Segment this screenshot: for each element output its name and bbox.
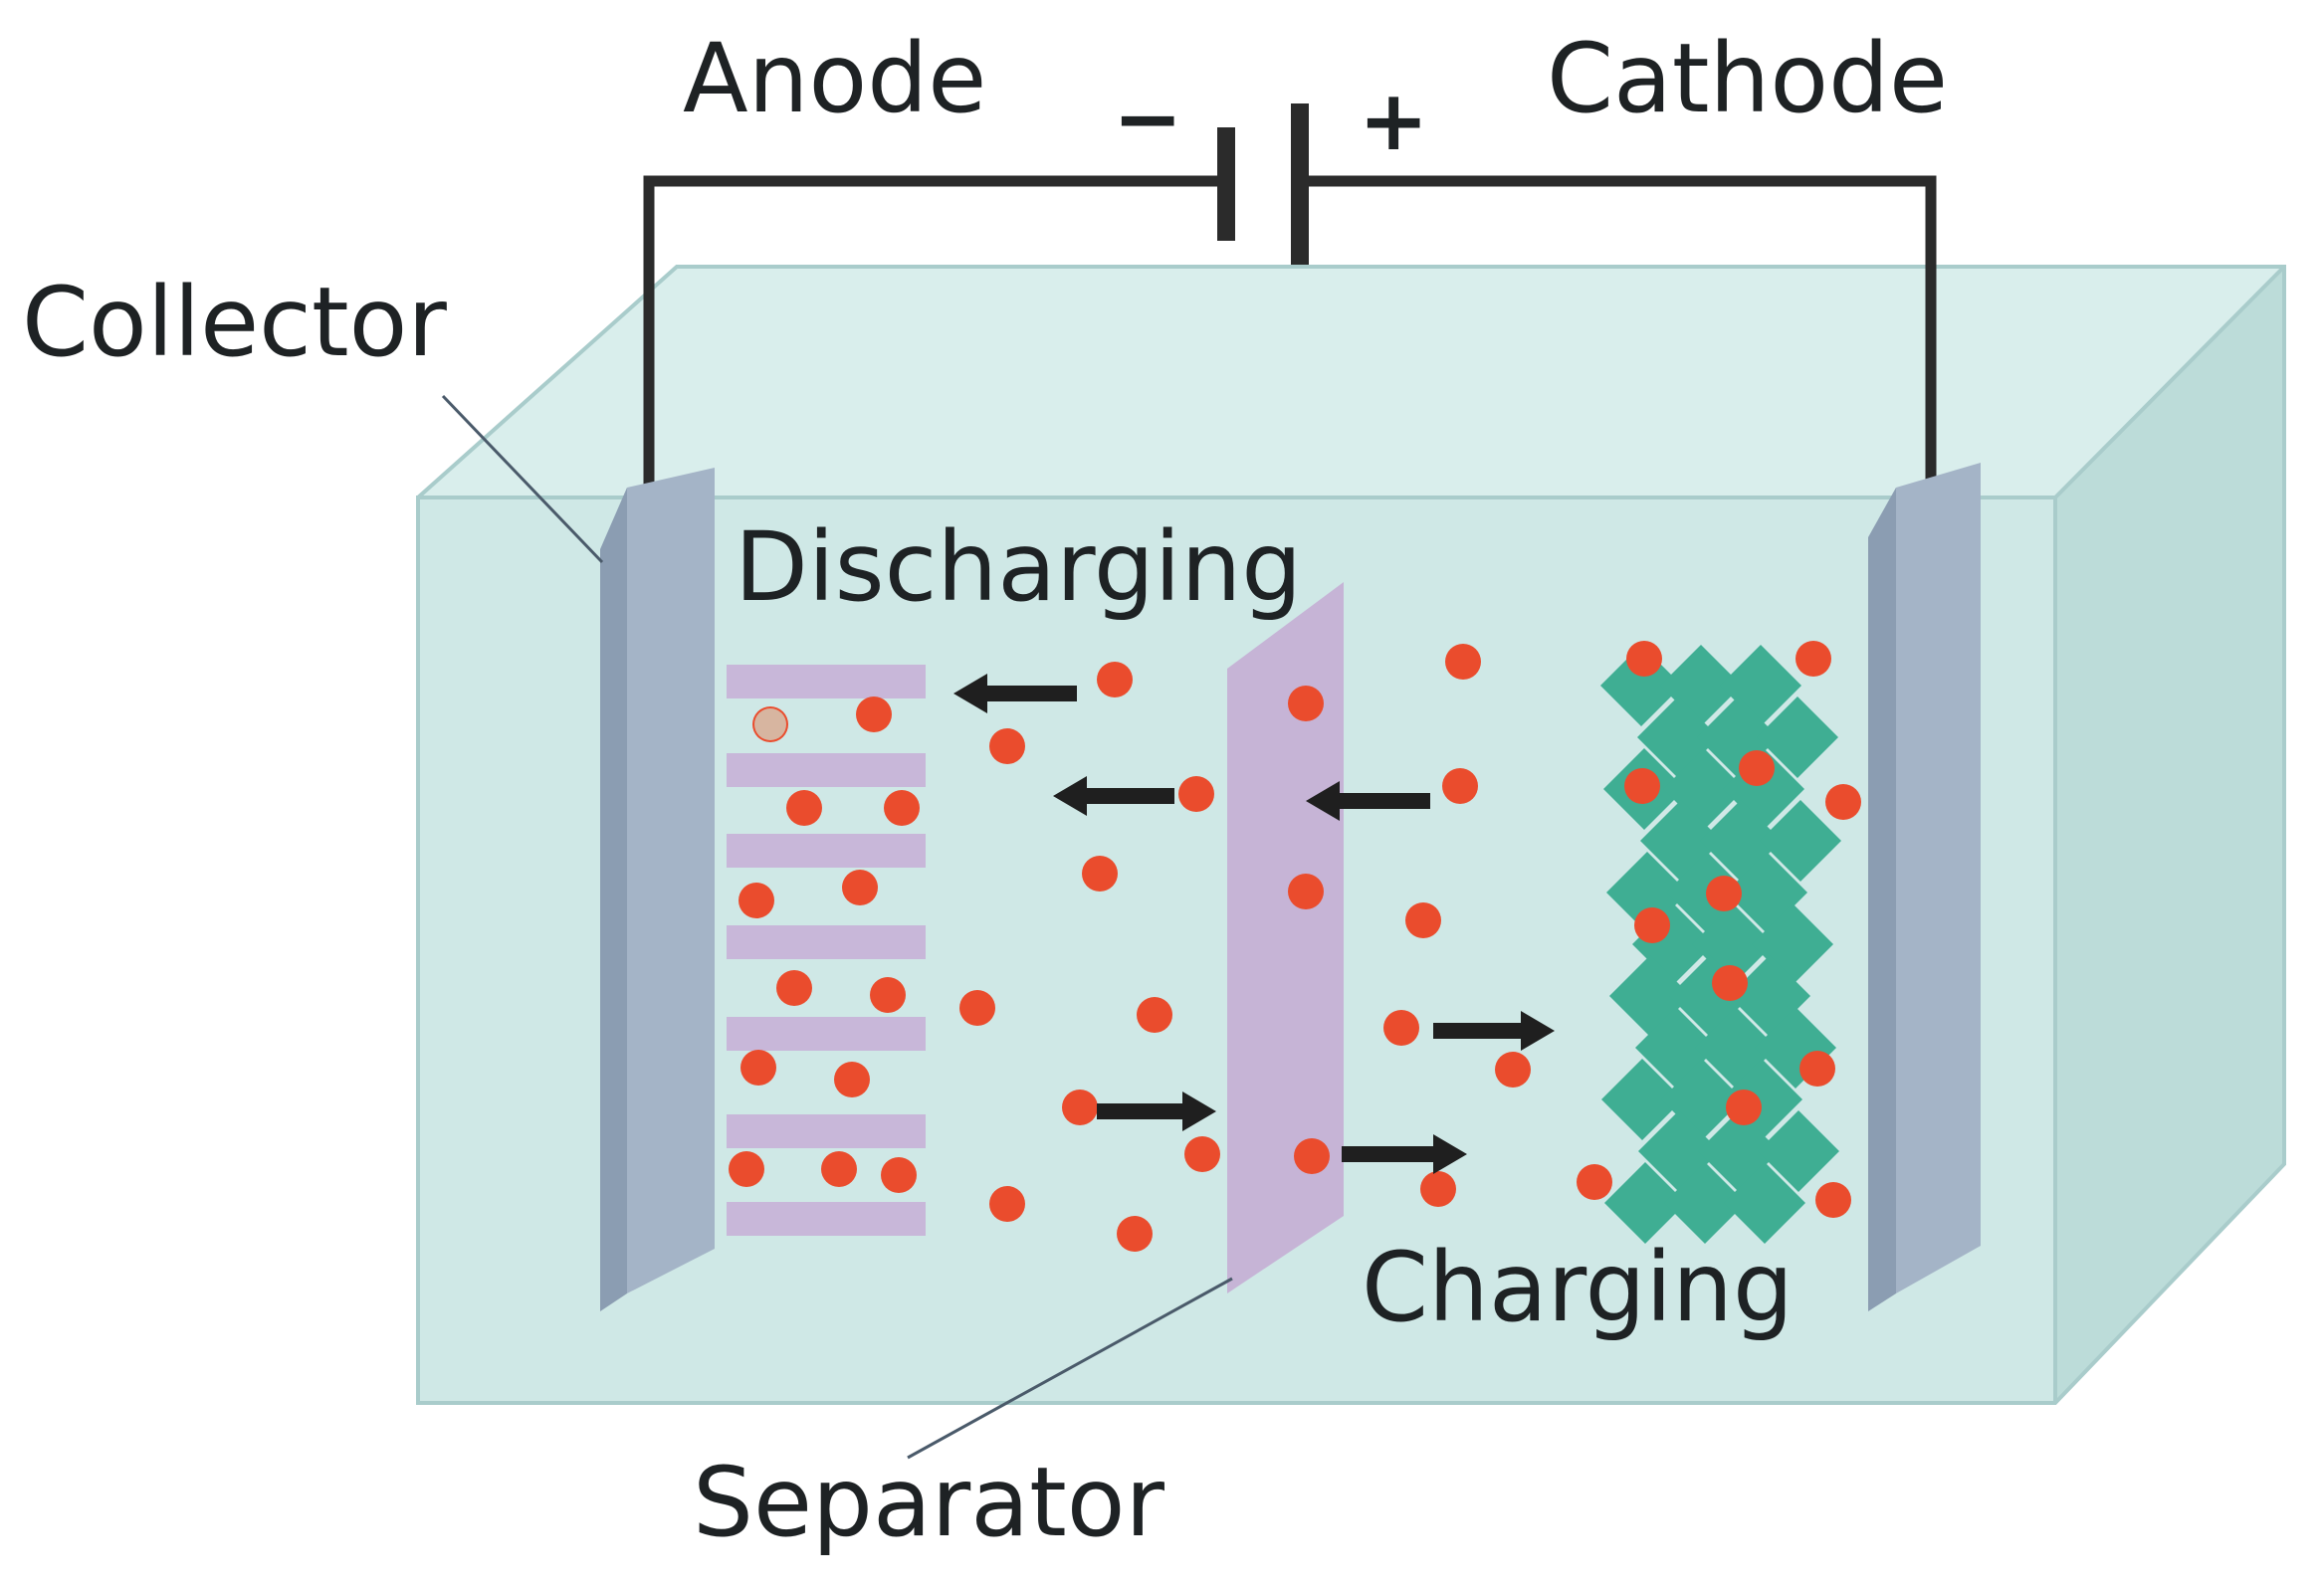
cathode-crystal — [1663, 1161, 1747, 1245]
lithium-ion — [1117, 1216, 1153, 1252]
cathode-label: Cathode — [1547, 23, 1948, 134]
lithium-ion — [1184, 1136, 1220, 1172]
arrow-head — [1433, 1134, 1467, 1174]
lithium-ions — [729, 641, 1861, 1252]
lithium-ion — [821, 1151, 857, 1187]
positive-terminal-sign: + — [1359, 72, 1428, 169]
lithium-ion — [1495, 1052, 1531, 1088]
collector-right-side — [1868, 488, 1896, 1311]
anode-label: Anode — [683, 23, 986, 134]
lithium-ion — [959, 990, 995, 1026]
separator-label: Separator — [693, 1447, 1164, 1558]
lithium-ion — [1288, 874, 1324, 909]
anode-layer — [727, 665, 926, 698]
lithium-ion — [1097, 662, 1133, 697]
arrow-left — [1306, 781, 1430, 821]
lithium-ion — [1799, 1051, 1835, 1087]
arrow-head — [1521, 1011, 1555, 1051]
lithium-ion — [729, 1151, 764, 1187]
collector-label: Collector — [22, 267, 447, 378]
cathode-crystal — [1599, 644, 1683, 727]
lithium-ion — [1137, 997, 1172, 1033]
lithium-ion — [1420, 1171, 1456, 1207]
arrow-head — [953, 674, 987, 713]
lithium-ion — [884, 790, 920, 826]
charging-label: Charging — [1362, 1232, 1794, 1343]
cathode-crystal — [1759, 799, 1842, 883]
lithium-ion — [1405, 902, 1441, 938]
external-circuit — [643, 103, 1937, 490]
lithium-ion — [989, 728, 1025, 764]
arrow-left — [1053, 776, 1174, 816]
wire-cathode — [1306, 175, 1937, 490]
lithium-ion — [856, 696, 892, 732]
collector-left-side — [600, 488, 627, 1311]
arrow-left — [953, 674, 1077, 713]
wire-anode — [643, 175, 1226, 486]
lithium-ion — [834, 1062, 870, 1097]
lithium-ion — [740, 1050, 776, 1086]
lithium-ion — [989, 1186, 1025, 1222]
separator-membrane — [1227, 582, 1344, 1293]
lithium-ion — [1577, 1164, 1612, 1200]
lithium-ion — [1634, 907, 1670, 943]
anode-layer — [727, 753, 926, 787]
lithium-ion — [1626, 641, 1662, 677]
lithium-ion — [1815, 1182, 1851, 1218]
cathode-crystal — [1756, 695, 1839, 779]
lithium-ion — [1825, 784, 1861, 820]
lithium-ion — [1712, 965, 1748, 1001]
lithium-ion — [1726, 1090, 1762, 1125]
arrow-head — [1053, 776, 1087, 816]
lithium-ion — [786, 790, 822, 826]
lithium-ion-pale — [754, 708, 786, 740]
cathode-crystal — [1600, 1058, 1684, 1141]
cathode-crystal — [1757, 1109, 1840, 1193]
arrow-head — [1306, 781, 1340, 821]
lithium-ion — [776, 970, 812, 1006]
anode-graphite-layers — [727, 665, 926, 1236]
cathode-crystal-lattice — [1599, 644, 1842, 1245]
cathode-crystal — [1603, 1161, 1687, 1245]
anode-layer — [727, 1202, 926, 1236]
collector-left-face — [627, 468, 715, 1293]
arrow-head — [1182, 1092, 1216, 1131]
collector-right-face — [1896, 463, 1981, 1293]
box-top-face — [418, 267, 2284, 497]
lithium-ion — [1624, 768, 1660, 804]
discharging-label: Discharging — [735, 511, 1302, 623]
arrow-right — [1342, 1134, 1467, 1174]
arrow-right — [1433, 1011, 1555, 1051]
collector-right — [1868, 463, 1981, 1311]
lithium-ion — [1706, 876, 1742, 911]
lithium-ion — [1796, 641, 1831, 677]
lithium-ion — [1383, 1010, 1419, 1046]
lithium-ion — [842, 870, 878, 905]
lithium-ion — [739, 883, 774, 918]
anode-layer — [727, 834, 926, 868]
collector-leader-line — [441, 394, 604, 564]
anode-layer — [727, 925, 926, 959]
lithium-ion — [870, 977, 906, 1013]
lithium-ion — [1178, 776, 1214, 812]
collector-left — [600, 468, 715, 1311]
lithium-ion — [1445, 644, 1481, 680]
separator-leader-line — [907, 1277, 1233, 1460]
negative-terminal-sign: − — [1113, 70, 1182, 167]
lithium-ion — [1288, 686, 1324, 721]
cathode-crystal — [1723, 1161, 1806, 1245]
lithium-ion — [881, 1157, 917, 1193]
anode-layer — [727, 1017, 926, 1051]
anode-layer — [727, 1114, 926, 1148]
lithium-ion — [1739, 750, 1775, 786]
lithium-ion — [1294, 1138, 1330, 1174]
ion-flow-arrows — [953, 674, 1555, 1174]
lithium-ion — [1442, 768, 1478, 804]
arrow-right — [1097, 1092, 1216, 1131]
lithium-ion — [1062, 1090, 1098, 1125]
box-right-face — [2055, 267, 2284, 1403]
lithium-ion — [1082, 856, 1118, 892]
